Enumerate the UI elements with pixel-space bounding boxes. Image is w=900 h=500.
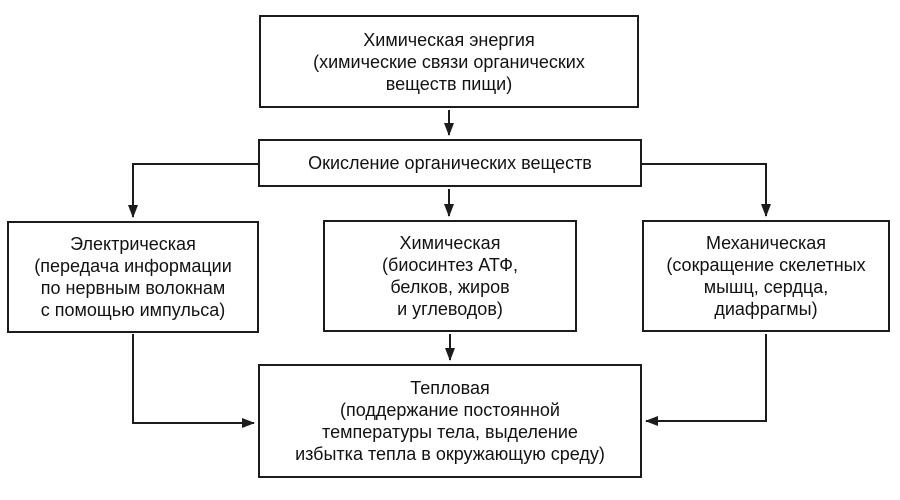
arrow-electrical-to-thermal — [132, 334, 255, 428]
arrow-oxidation-to-electrical — [128, 163, 259, 218]
arrow-mechanical-to-thermal — [645, 334, 767, 426]
node-electrical-energy: Электрическая (передача информации по не… — [7, 221, 259, 333]
node-mechanical-energy: Механическая (сокращение скелетных мышц,… — [642, 220, 890, 332]
node-chemical: Химическая (биосинтез АТФ, белков, жиров… — [323, 220, 577, 332]
arrow-oxidation-to-mechanical — [641, 163, 771, 217]
node-thermal-energy: Тепловая (поддержание постоянной темпера… — [258, 364, 642, 478]
node-chemical-energy: Химическая энергия (химические связи орг… — [259, 15, 639, 108]
node-oxidation: Окисление органических веществ — [258, 139, 642, 187]
